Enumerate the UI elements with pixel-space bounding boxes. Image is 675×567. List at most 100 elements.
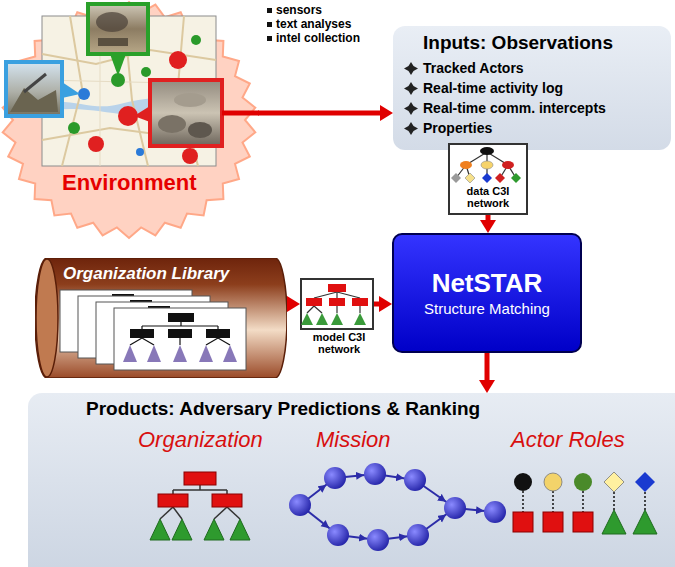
actor-roles-icon <box>602 510 626 534</box>
arrowhead <box>480 220 496 233</box>
flow-arrow <box>287 296 300 312</box>
organization-cards <box>130 322 230 345</box>
model-network-icon <box>316 313 328 325</box>
data-network-icon <box>481 161 493 169</box>
box-heading-slot: Inputs: Observations <box>423 32 613 54</box>
mission-graph <box>289 463 506 551</box>
organization-cards <box>180 322 181 326</box>
map <box>178 16 198 166</box>
model-network-icon <box>307 306 314 313</box>
actor-roles-icon <box>543 512 563 532</box>
organization-icon <box>150 472 250 540</box>
bullet-item-slot: Tracked Actors <box>423 60 524 77</box>
map <box>100 16 101 166</box>
bullet-square <box>267 36 272 41</box>
bullet-diamond <box>404 62 418 75</box>
region-title-slot: Environment <box>62 170 196 196</box>
library-cylinder: Organization Library <box>35 258 287 378</box>
arrowhead <box>479 380 495 393</box>
mission-graph <box>335 474 375 478</box>
map <box>42 16 216 166</box>
data-network-icon <box>456 152 516 178</box>
photo-callouts <box>10 88 58 112</box>
bullet-item: Properties <box>423 120 492 137</box>
photo-callouts <box>62 82 80 98</box>
organization-cards <box>179 338 180 345</box>
map <box>111 73 125 87</box>
bullet-label-slot: text analyses <box>276 17 351 31</box>
bullet-label-slot: intel collection <box>276 31 360 45</box>
cylinder-shape <box>36 259 58 377</box>
cylinder-shape <box>35 258 287 378</box>
products-band: Products: Adversary Predictions & Rankin… <box>28 393 675 567</box>
organization-icon <box>212 494 242 507</box>
data-network-icon <box>482 173 492 183</box>
mission-graph <box>327 524 349 546</box>
actor-roles-icon <box>613 492 615 510</box>
organization-icon <box>172 519 192 540</box>
model-network-icon <box>352 298 368 306</box>
photo-callouts <box>88 4 148 54</box>
arrowhead <box>380 105 393 121</box>
mission-graph <box>289 494 311 516</box>
flow-arrow <box>258 105 393 121</box>
flow-arrow <box>479 353 495 393</box>
map <box>42 16 216 166</box>
band-heading-slot: Products: Adversary Predictions & Rankin… <box>86 397 480 421</box>
region-title: Environment <box>62 170 196 196</box>
mission-graph <box>300 505 338 535</box>
model-network-icon <box>307 292 360 313</box>
model-network-box: model C3I network <box>300 278 374 330</box>
mission-graph <box>378 535 418 540</box>
mission-graph <box>300 474 495 540</box>
model-network-icon <box>359 306 360 313</box>
photo-callouts <box>6 4 259 146</box>
organization-icon <box>173 507 182 519</box>
organization-cards <box>141 326 142 329</box>
map <box>42 50 216 64</box>
starburst-shape <box>3 2 256 238</box>
organization-icon <box>184 472 216 485</box>
mission-graph <box>444 497 466 519</box>
organization-icon <box>199 485 201 490</box>
actor-roles-icon <box>514 473 532 491</box>
actor-roles-icon <box>582 491 584 512</box>
data-network-icon <box>486 165 487 178</box>
data-network-icon <box>500 165 508 178</box>
mission-graph <box>338 535 378 540</box>
actor-roles-icon <box>523 491 645 512</box>
network-label: model C3I network <box>292 331 386 355</box>
map <box>169 51 187 69</box>
data-network-icon <box>480 147 494 155</box>
starburst-shape <box>0 0 258 240</box>
bullet-diamond <box>404 82 418 95</box>
actor-roles-icon <box>522 491 524 512</box>
organization-cards <box>60 290 192 352</box>
organization-cards <box>223 345 237 362</box>
actor-roles-icon <box>635 472 655 492</box>
model-network-icon <box>306 298 322 306</box>
engine-subtitle: Structure Matching <box>424 299 550 319</box>
map <box>136 148 144 156</box>
actor-roles-icon <box>573 512 593 532</box>
bullet-item-slot: Properties <box>423 120 492 137</box>
map <box>42 128 216 142</box>
bullet-item-slot: Real-time comm. intercepts <box>423 100 606 117</box>
model-network-icon <box>314 292 337 298</box>
data-network-icon <box>486 152 487 165</box>
photo-callouts <box>158 115 186 133</box>
map <box>42 16 216 166</box>
map <box>42 98 216 116</box>
organization-cards <box>168 329 192 338</box>
organization-cards <box>142 325 218 326</box>
organization-icon <box>172 490 174 494</box>
bullet-label: intel collection <box>276 31 360 45</box>
map <box>141 67 151 77</box>
library-title: Organization Library <box>63 264 229 284</box>
data-network-icon <box>466 165 470 178</box>
engine-title: NetSTAR <box>432 267 543 299</box>
data-network-icon <box>466 152 487 165</box>
data-network-icon <box>487 152 508 165</box>
bullet-diamond <box>404 102 418 115</box>
